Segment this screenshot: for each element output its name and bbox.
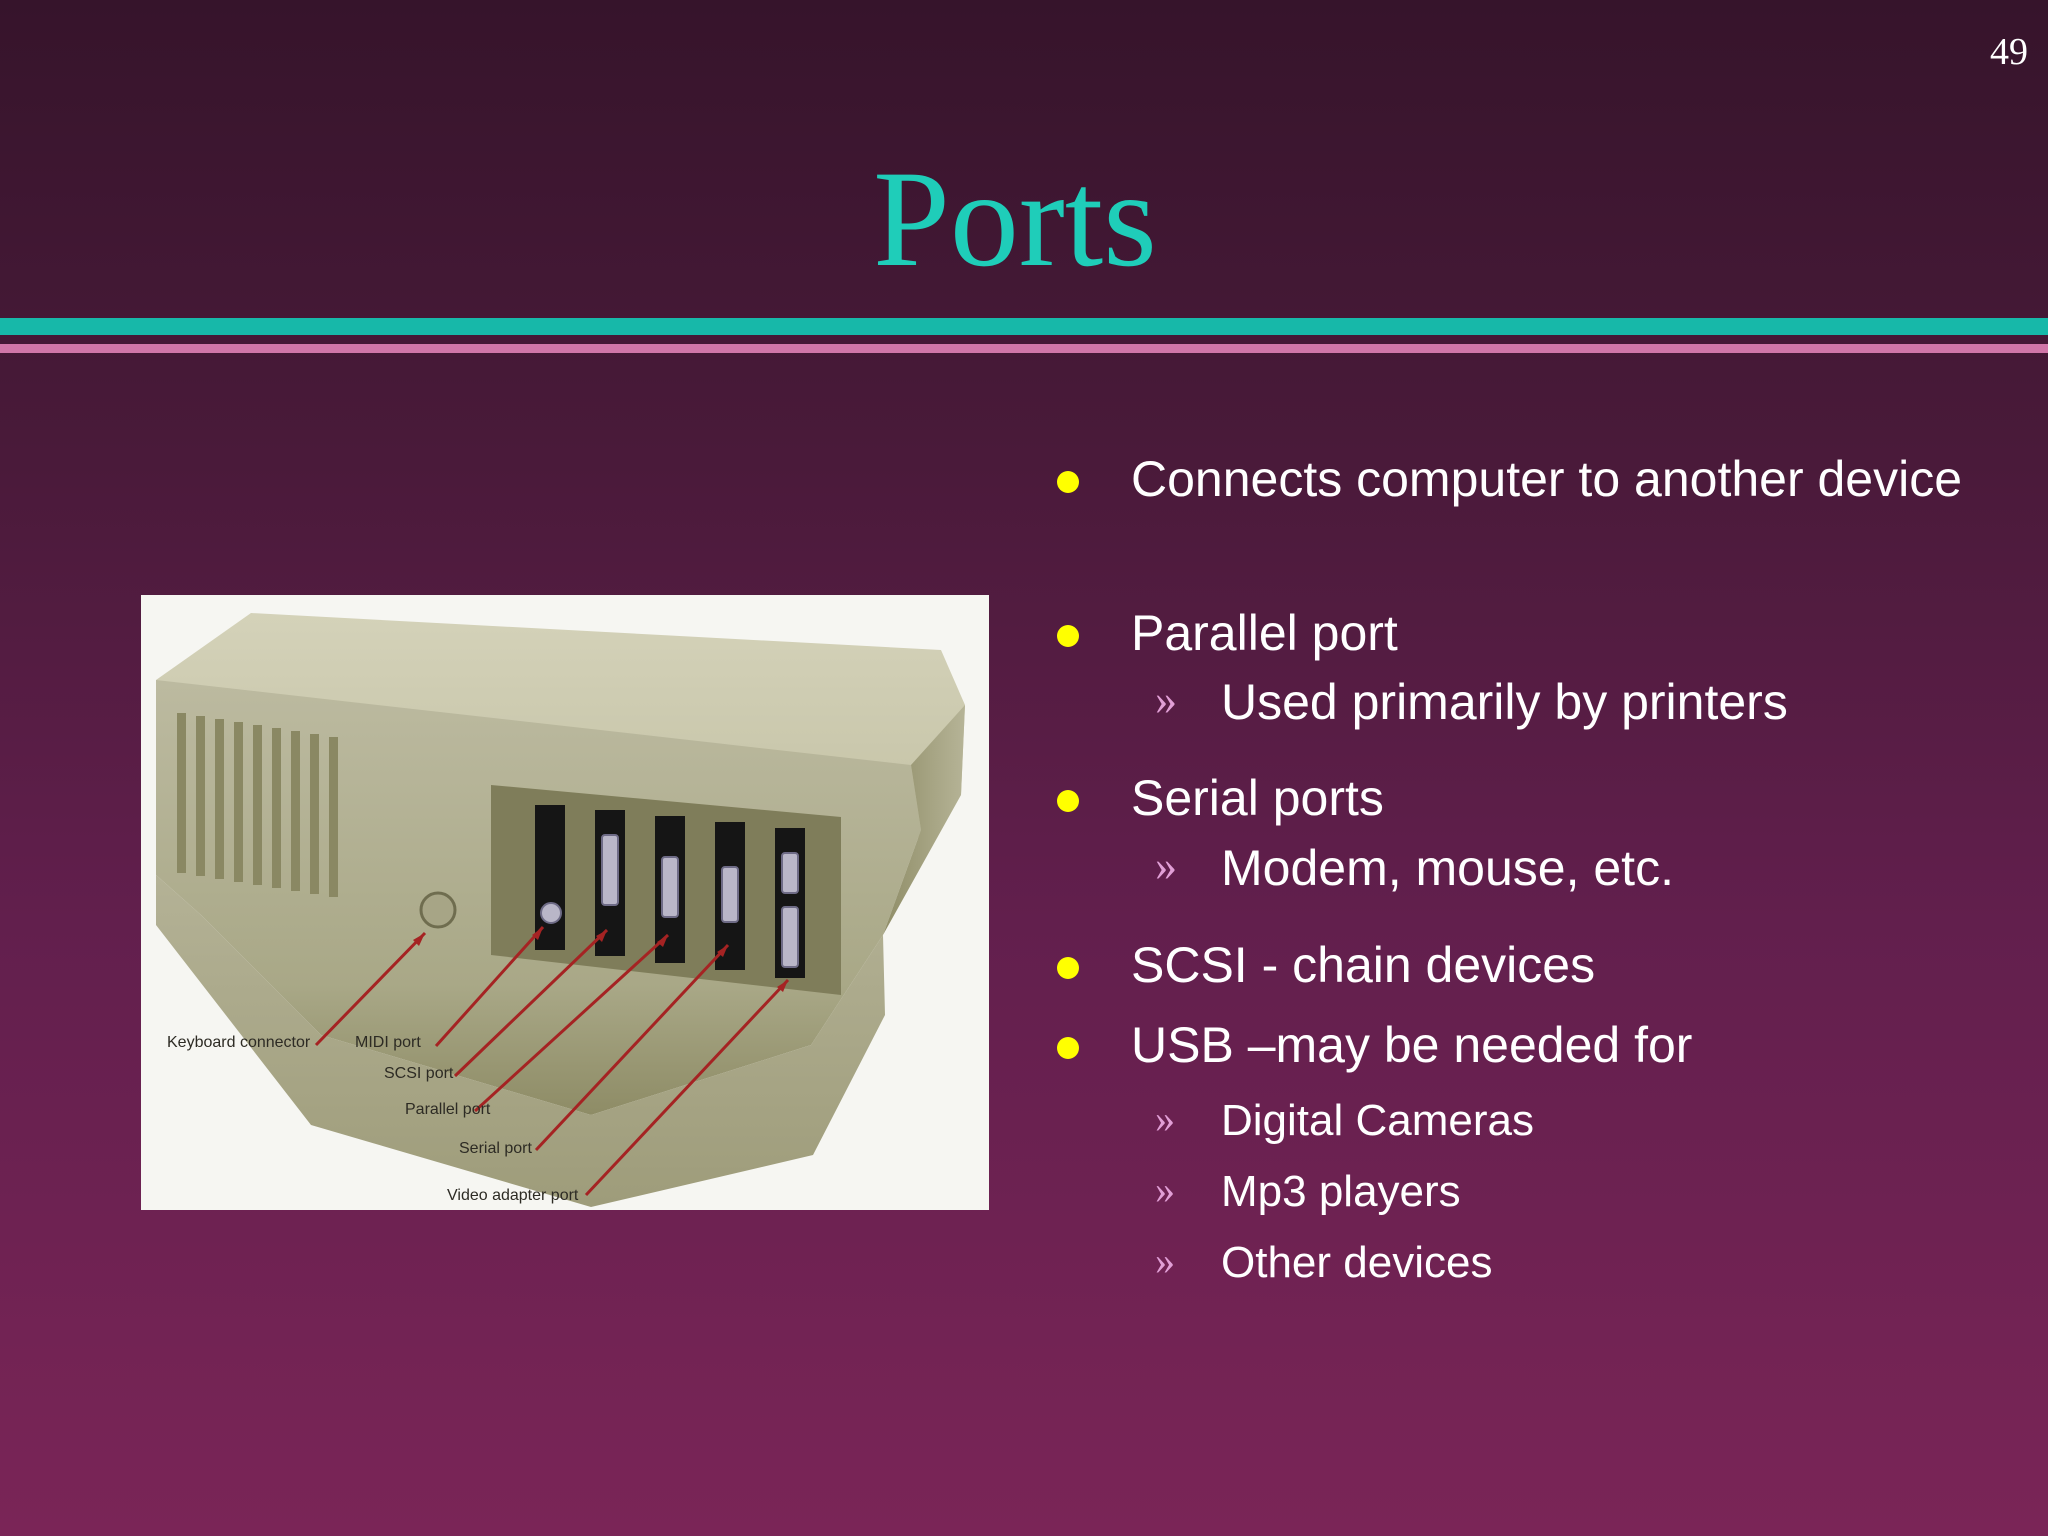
chassis-bottom (156, 875, 885, 1207)
bullet-dot (1057, 471, 1079, 493)
bullet-text: Serial ports (1131, 770, 1384, 826)
sub-bullet-text: Other devices (1221, 1238, 1493, 1287)
label-midi-port: MIDI port (355, 1034, 421, 1051)
leader-lines (314, 925, 790, 1197)
bullet-text: SCSI - chain devices (1131, 937, 1596, 993)
computer-ports-illustration: Keyboard connector MIDI port SCSI port P… (141, 595, 989, 1210)
chassis-side (883, 705, 965, 935)
sub-bullet-marker: » (1155, 675, 1177, 724)
title-divider-pink (0, 344, 2048, 353)
sub-bullet-text: Used primarily by printers (1221, 674, 1788, 730)
bullet-dot (1057, 790, 1079, 812)
bullet-text: Connects computer to another device (1131, 451, 1963, 507)
bullet-text: Parallel port (1131, 605, 1398, 661)
sub-bullet-marker: » (1155, 1096, 1175, 1141)
label-parallel-port: Parallel port (405, 1101, 491, 1118)
bullet-list: Connects computer to another device Para… (1050, 0, 2040, 1536)
connectors (540, 834, 799, 968)
sub-bullet-marker: » (1155, 1238, 1175, 1283)
sub-bullet-text: Digital Cameras (1221, 1096, 1534, 1145)
page-number: 49 (1990, 31, 2028, 73)
bullet-dot (1057, 957, 1079, 979)
leader-arrowheads (413, 927, 788, 992)
sub-bullet-text: Modem, mouse, etc. (1221, 840, 1674, 896)
bullet-text: USB –may be needed for (1131, 1017, 1693, 1073)
sub-bullet-marker: » (1155, 841, 1177, 890)
title-divider-teal (0, 318, 2048, 335)
bullet-dot (1057, 625, 1079, 647)
bullet-dot (1057, 1037, 1079, 1059)
sub-bullet-text: Mp3 players (1221, 1167, 1461, 1216)
slide-title: Ports (873, 142, 1157, 295)
label-scsi-port: SCSI port (384, 1065, 454, 1082)
label-keyboard-connector: Keyboard connector (167, 1034, 311, 1051)
label-serial-port: Serial port (459, 1140, 532, 1157)
sub-bullet-marker: » (1155, 1167, 1175, 1212)
label-video-adapter-port: Video adapter port (447, 1187, 579, 1204)
vent-slots (177, 713, 338, 897)
keyboard-connector-socket (419, 891, 457, 929)
